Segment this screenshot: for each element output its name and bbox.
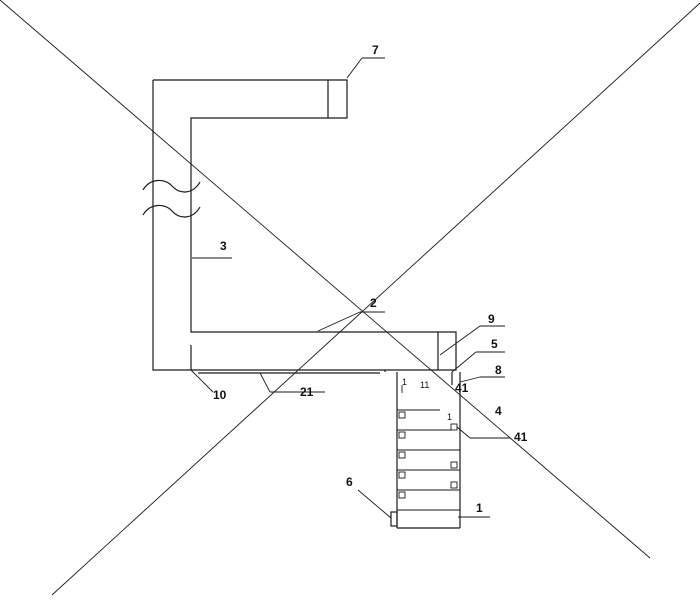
label-9: 9 — [488, 312, 495, 326]
label-2: 2 — [370, 296, 377, 310]
nut-right-1 — [450, 423, 458, 431]
leader-21 — [259, 372, 271, 393]
label-41-upper: 41 — [455, 381, 469, 395]
nut-left-4 — [398, 471, 406, 479]
leader-9 — [439, 325, 481, 356]
label-10: 10 — [213, 388, 227, 402]
label-3: 3 — [220, 239, 227, 253]
leader-7 — [346, 57, 363, 79]
nut-left-1 — [398, 411, 406, 419]
leader-2 — [317, 311, 361, 332]
label-5: 5 — [491, 337, 498, 351]
pipe-inner-contour — [153, 79, 457, 371]
leader-6 — [357, 489, 392, 519]
label-11: 11 — [420, 380, 429, 390]
label-4: 4 — [495, 404, 502, 418]
label-1: 1 — [476, 501, 483, 515]
nut-right-3 — [450, 481, 458, 489]
label-1-small-a: 1 — [402, 377, 407, 387]
label-8: 8 — [495, 363, 502, 377]
component-6-outlet — [390, 511, 398, 527]
nut-left-2 — [398, 431, 406, 439]
cross-line-up — [51, 2, 700, 596]
label-6: 6 — [346, 475, 353, 489]
label-1-small-b: 1 — [447, 412, 452, 422]
filter-stack — [396, 372, 461, 529]
leader-41b — [456, 426, 471, 439]
nut-right-2 — [450, 461, 458, 469]
nut-left-3 — [398, 451, 406, 459]
nut-left-5 — [398, 491, 406, 499]
label-7: 7 — [372, 43, 379, 57]
cross-line-down — [0, 0, 651, 559]
leader-10 — [190, 369, 214, 393]
leader-5 — [451, 351, 477, 373]
leader-8 — [459, 376, 481, 383]
break-line-upper — [142, 179, 201, 193]
leader-lines — [190, 57, 510, 519]
break-line-lower — [142, 204, 201, 218]
label-41-lower: 41 — [514, 430, 528, 444]
label-21: 21 — [300, 385, 314, 399]
pipe-outer-contour — [152, 80, 386, 372]
